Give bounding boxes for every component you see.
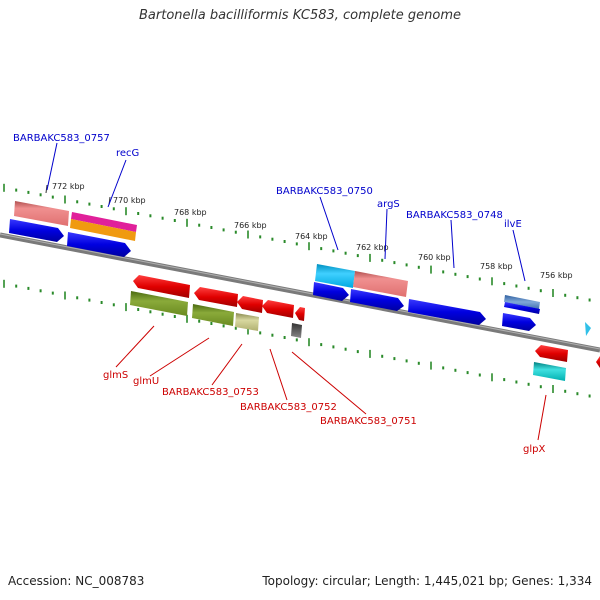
forward-genes <box>9 201 591 336</box>
label-barbakc583-0753[interactable]: BARBAKC583_0753 <box>162 387 259 398</box>
reverse-gene-labels: glmS glmU BARBAKC583_0753 BARBAKC583_075… <box>103 370 545 455</box>
gene-barbakc583-0757[interactable] <box>14 201 69 226</box>
gene-barbakc583-0753[interactable] <box>235 313 259 331</box>
leader-barbakc583-0748 <box>450 219 455 269</box>
label-glms[interactable]: glmS <box>103 370 128 381</box>
label-glmu[interactable]: glmU <box>133 376 159 387</box>
gene-forward-blue-2[interactable] <box>67 232 131 257</box>
scale-tick-label: 756 kbp <box>540 271 573 280</box>
gene-recg-orange[interactable] <box>70 219 136 241</box>
gene-barbakc583-0752[interactable] <box>262 300 294 318</box>
label-barbakc583-0750[interactable]: BARBAKC583_0750 <box>276 186 373 197</box>
gene-barbakc583-0748[interactable] <box>408 299 486 325</box>
leader-recg <box>107 159 127 208</box>
label-barbakc583-0748[interactable]: BARBAKC583_0748 <box>406 210 503 221</box>
genome-backbone-highlight <box>0 233 600 350</box>
gene-glmu[interactable] <box>192 304 234 326</box>
label-recg[interactable]: recG <box>116 148 139 159</box>
leader-glpx <box>537 394 547 441</box>
gene-reverse-red-3[interactable] <box>237 296 263 313</box>
label-barbakc583-0751[interactable]: BARBAKC583_0751 <box>320 416 417 427</box>
scale-tick-label: 762 kbp <box>356 243 389 252</box>
leader-barbakc583-0752 <box>269 348 288 401</box>
genome-backbone <box>0 232 600 353</box>
gene-glms[interactable] <box>130 291 188 316</box>
label-glpx[interactable]: glpX <box>523 444 545 455</box>
leader-args <box>384 208 388 260</box>
gene-args[interactable] <box>353 271 408 297</box>
gene-barbakc583-0750[interactable] <box>315 264 355 288</box>
forward-gene-labels: BARBAKC583_0757 recG BARBAKC583_0750 arg… <box>13 133 522 230</box>
gene-reverse-red-6[interactable] <box>535 345 568 362</box>
gene-glpx[interactable] <box>533 362 566 381</box>
gene-reverse-red-2[interactable] <box>194 287 238 307</box>
forward-tick-track <box>3 183 591 302</box>
scale-tick-label: 770 kbp <box>113 196 146 205</box>
genome-summary-text: Topology: circular; Length: 1,445,021 bp… <box>262 574 592 588</box>
gene-forward-blue-4[interactable] <box>350 289 404 311</box>
scale-tick-mark <box>45 184 48 194</box>
scale-tick-label: 758 kbp <box>480 262 513 271</box>
scale-tick-label: 766 kbp <box>234 221 267 230</box>
gene-barbakc583-0751[interactable] <box>291 323 302 338</box>
gene-ilve[interactable] <box>504 302 540 314</box>
gene-ilve-steel[interactable] <box>504 295 540 309</box>
scale-ticks: 772 kbp 770 kbp 768 kbp 766 kbp 764 kbp … <box>45 182 573 280</box>
gene-recg-magenta[interactable] <box>71 212 137 232</box>
leader-glms <box>115 325 155 368</box>
reverse-genes <box>130 275 600 381</box>
scale-tick-label: 772 kbp <box>52 182 85 191</box>
forward-leaders <box>46 142 526 282</box>
gene-forward-blue-1[interactable] <box>9 219 64 242</box>
gene-forward-cyan-edge[interactable] <box>585 322 591 336</box>
leader-barbakc583-0751 <box>291 351 367 415</box>
leader-barbakc583-0753 <box>211 343 243 386</box>
gene-reverse-red-edge[interactable] <box>596 356 600 368</box>
leader-ilve <box>512 229 526 282</box>
gene-forward-blue-5[interactable] <box>502 313 536 331</box>
scale-tick-label: 764 kbp <box>295 232 328 241</box>
leader-glmu <box>149 337 210 377</box>
leader-barbakc583-0750 <box>319 196 339 251</box>
leader-barbakc583-0757 <box>46 142 58 191</box>
label-ilve[interactable]: ilvE <box>504 219 522 230</box>
accession-text: Accession: NC_008783 <box>8 574 145 588</box>
gene-reverse-red-1[interactable] <box>133 275 190 298</box>
scale-tick-label: 768 kbp <box>174 208 207 217</box>
label-barbakc583-0752[interactable]: BARBAKC583_0752 <box>240 402 337 413</box>
label-barbakc583-0757[interactable]: BARBAKC583_0757 <box>13 133 110 144</box>
map-title: Bartonella bacilliformis KC583, complete… <box>139 8 461 23</box>
label-args[interactable]: argS <box>377 199 400 210</box>
scale-tick-label: 760 kbp <box>418 253 451 262</box>
reverse-leaders <box>115 325 547 441</box>
reverse-tick-track <box>3 279 591 398</box>
gene-forward-blue-3[interactable] <box>313 282 349 301</box>
gene-reverse-red-5[interactable] <box>295 307 305 321</box>
